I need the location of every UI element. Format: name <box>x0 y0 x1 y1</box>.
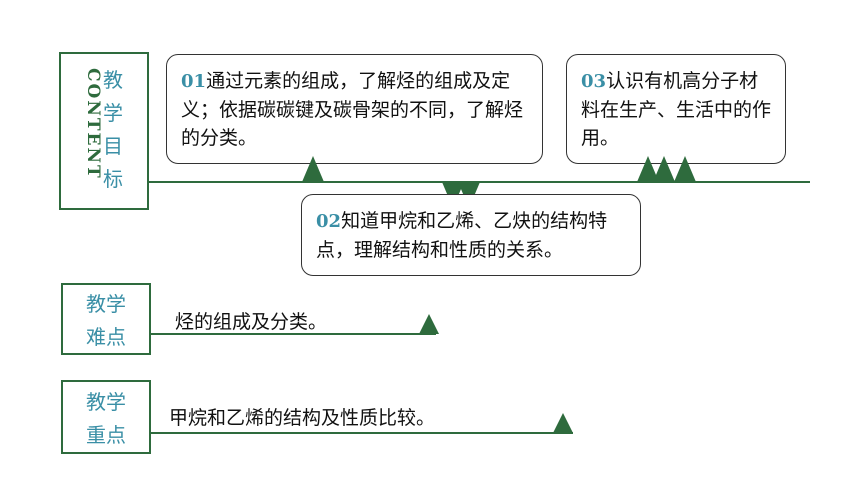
objectives-title-char: 标 <box>103 167 123 191</box>
objective-number-2: 02 <box>316 211 342 232</box>
keypoint-label-line1: 教学 <box>86 390 126 414</box>
objective-text-2: 知道甲烷和乙烯、乙炔的结构特点，理解结构和性质的关系。 <box>316 210 608 261</box>
objective-text-3: 认识有机高分子材料在生产、生活中的作用。 <box>581 70 772 149</box>
difficulty-label-box: 教学 难点 <box>61 283 151 355</box>
objective-box-2: 02知道甲烷和乙烯、乙炔的结构特点，理解结构和性质的关系。 <box>301 194 641 276</box>
timeline-marker-up <box>674 156 696 182</box>
objectives-title-char: 目 <box>103 134 123 158</box>
difficulty-marker <box>419 314 439 334</box>
keypoint-underline <box>151 432 573 434</box>
keypoint-marker <box>553 413 573 433</box>
keypoint-label-box: 教学 重点 <box>61 380 151 454</box>
timeline-marker-up <box>653 156 675 182</box>
objectives-title-char: 学 <box>103 101 123 125</box>
timeline-marker-up <box>302 156 324 182</box>
objective-box-1: 01通过元素的组成，了解烃的组成及定义；依据碳碳键及碳骨架的不同，了解烃的分类。 <box>166 54 543 164</box>
objectives-label-box: CONTENT 教 学 目 标 <box>59 52 149 210</box>
objectives-title-char: 教 <box>103 68 123 92</box>
objective-number-1: 01 <box>181 71 207 92</box>
objective-box-3: 03认识有机高分子材料在生产、生活中的作用。 <box>566 54 786 164</box>
keypoint-label-line2: 重点 <box>86 423 126 447</box>
difficulty-text: 烃的组成及分类。 <box>175 311 328 333</box>
objectives-title: 教 学 目 标 <box>100 64 126 196</box>
keypoint-text: 甲烷和乙烯的结构及性质比较。 <box>169 407 436 429</box>
difficulty-underline <box>151 333 436 335</box>
objective-number-3: 03 <box>581 71 607 92</box>
difficulty-label-line2: 难点 <box>86 325 126 349</box>
difficulty-label-line1: 教学 <box>86 292 126 316</box>
objective-text-1: 通过元素的组成，了解烃的组成及定义；依据碳碳键及碳骨架的不同，了解烃的分类。 <box>181 70 524 149</box>
